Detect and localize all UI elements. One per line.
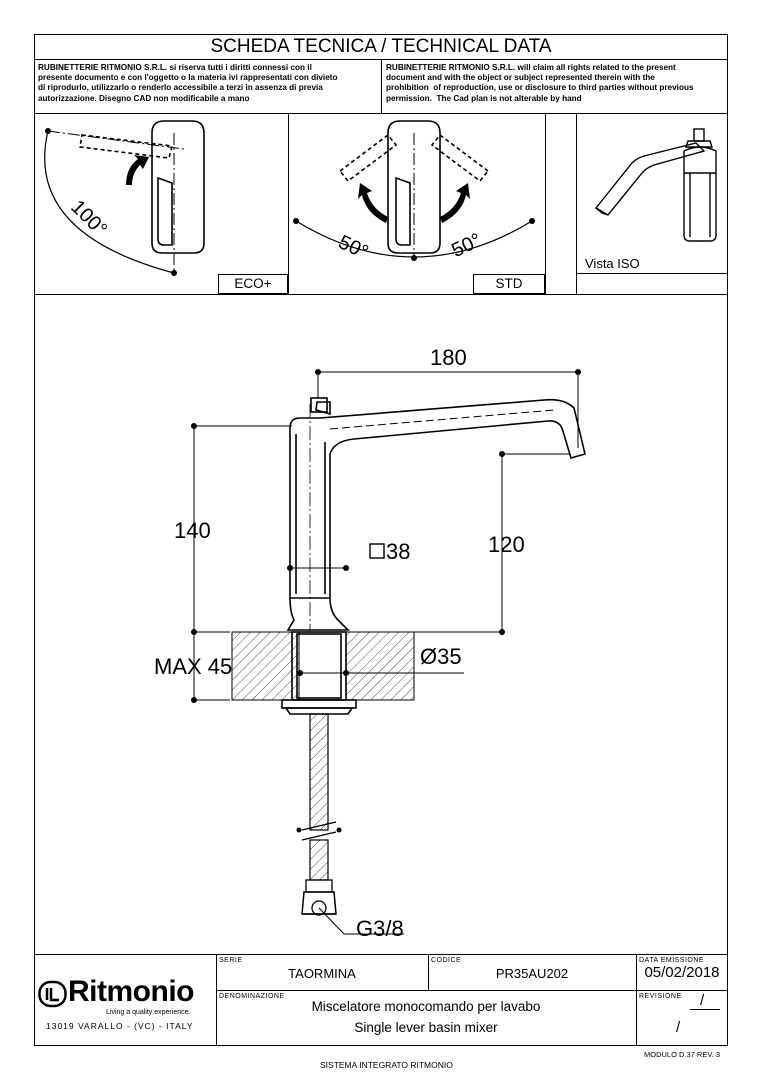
eco-view-diagram: 100° [44,120,205,276]
mounting-nut [281,699,357,709]
dim-connection: G3/8 [356,916,404,941]
mounting-shank [291,631,347,701]
square-symbol-icon [369,543,385,559]
denominazione-en: Single lever basin mixer [354,1020,498,1035]
iso-view-diagram [594,128,717,242]
std-lever-left [338,133,398,183]
iso-label-line [576,273,728,274]
legal-text-en: RUBINETTERIE RITMONIO S.R.L. will claim … [386,63,694,103]
dim-body-square: 38 [386,539,410,564]
dim-hole-diameter: Ø35 [420,644,462,669]
view-divider-1 [288,113,289,294]
eco-angle-label: 100° [66,196,111,241]
std-arrow-left [358,183,388,223]
std-arrow-right [440,183,470,223]
page-title: SCHEDA TECNICA / TECHNICAL DATA [210,36,552,57]
eco-lever-handle [157,176,173,246]
data-emissione-label: DATA EMISSIONE [639,957,705,964]
std-mode-label: STD [473,274,545,294]
legal-divider [381,59,382,113]
logo-wordmark: Ritmonio [68,975,194,1008]
hose-upper [309,713,329,831]
revisione-value-1: / [700,992,705,1009]
iso-spout [594,142,706,216]
revisione-value-2: / [676,1019,681,1036]
revisione-underline [690,1009,720,1010]
iso-view-label: Vista ISO [585,256,640,271]
serie-label: SERIE [219,957,243,964]
title-block-middle [216,990,728,991]
eco-lever-rotated [79,134,173,159]
iso-body [683,151,717,242]
logo-tagline: Living a quality experience. [106,1009,191,1016]
std-view-diagram: 50° 50° [293,120,535,264]
hose-fitting [301,891,337,915]
lever-cap [310,397,328,413]
view-divider-3 [576,113,577,294]
drawing-frame [34,34,728,1046]
system-name: SISTEMA INTEGRATO RITMONIO [320,1060,453,1070]
codice-value: PR35AU202 [495,966,569,981]
denominazione-it: Miscelatore monocomando per lavabo [311,999,541,1014]
view-divider-2 [545,113,546,294]
data-emissione-value: 05/02/2018 [644,964,720,981]
codice-label: CODICE [431,957,462,964]
dim-spout-height: 120 [488,532,525,557]
revisione-label: REVISIONE [639,993,682,1000]
iso-lever [693,128,705,142]
std-angle-right-label: 50° [448,229,485,262]
faucet-body [286,398,586,631]
company-address: 13019 VARALLO - (VC) - ITALY [46,1021,194,1031]
denominazione-label: DENOMINAZIONE [219,993,285,1000]
countertop-left [231,631,300,701]
title-block-top [34,954,728,955]
legal-bottom-divider [34,113,728,114]
std-lever-right [430,133,490,183]
title-block-codice-divider [428,954,429,990]
ritmonio-logo-icon [38,980,67,1008]
std-angle-left-label: 50° [335,231,372,264]
std-lever-handle [395,176,411,246]
eco-mode-label: ECO+ [218,274,288,294]
legal-text-it: RUBINETTERIE RITMONIO S.R.L. si riserva … [38,63,338,103]
eco-lever-body [151,120,205,254]
dim-spout-length: 180 [430,345,467,370]
main-technical-drawing: 180 140 120 38 MAX 45 Ø35 G3/8 [154,345,586,941]
countertop-right [345,631,415,701]
std-lever-body [387,120,441,254]
serie-value: TAORMINA [288,966,356,981]
title-block-date-divider [636,954,637,1046]
hose-lower [309,839,329,881]
eco-rotate-arrow [126,155,149,185]
title-block-logo-divider [216,954,217,1046]
dim-height: 140 [174,518,211,543]
views-bottom-divider [34,294,728,295]
dim-max-thickness: MAX 45 [154,654,232,679]
module-code: MODULO D.37 REV. 3 [644,1050,720,1059]
